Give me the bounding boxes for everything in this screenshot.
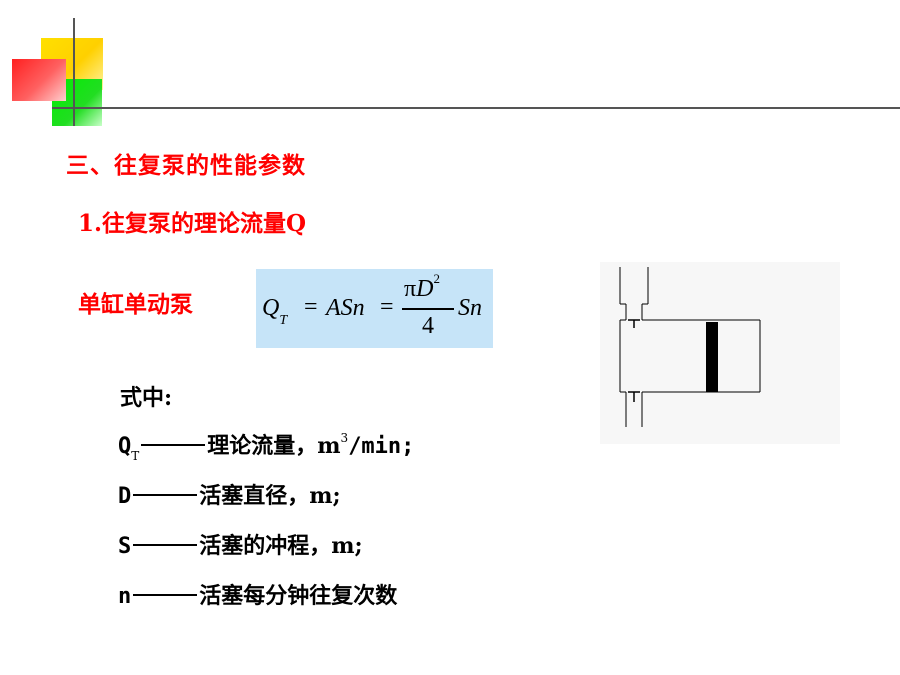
em-dash bbox=[133, 494, 198, 496]
diagram-background bbox=[600, 262, 840, 444]
where-label: 式中: bbox=[120, 385, 173, 411]
em-dash bbox=[133, 594, 198, 596]
formula-fraction-bar bbox=[402, 308, 454, 310]
definition-row: QT 理论流量，m3/min; bbox=[118, 428, 415, 464]
formula-numerator-exponent: 2 bbox=[433, 271, 440, 286]
formula-term2: Sn bbox=[458, 295, 482, 321]
decor-vertical-line bbox=[73, 18, 75, 126]
definition-row: D 活塞直径，m; bbox=[118, 478, 341, 510]
formula-numerator: πD2 bbox=[404, 271, 440, 302]
subsection-heading: 1.往复泵的理论流量Q bbox=[78, 210, 307, 237]
formula-equals-1: = bbox=[304, 294, 318, 320]
definition-symbol: Q bbox=[118, 434, 132, 459]
decor-horizontal-line bbox=[52, 107, 900, 109]
formula-term1: ASn bbox=[326, 295, 365, 321]
definition-desc: 理论流量，m bbox=[207, 433, 341, 459]
unit-rest: /min; bbox=[348, 434, 415, 459]
definition-desc: 活塞每分钟往复次数 bbox=[199, 583, 398, 609]
formula-equals-2: = bbox=[380, 294, 394, 320]
piston bbox=[706, 322, 718, 392]
definition-row: n 活塞每分钟往复次数 bbox=[118, 578, 397, 610]
definition-subscript: T bbox=[131, 449, 140, 464]
definition-desc: 活塞直径，m; bbox=[199, 483, 341, 509]
formula-lhs-subscript: T bbox=[279, 312, 288, 328]
pump-type-label: 单缸单动泵 bbox=[78, 291, 193, 318]
pump-diagram bbox=[600, 262, 840, 444]
definition-symbol: n bbox=[118, 584, 132, 609]
formula-box: QT = ASn = πD2 4 Sn bbox=[256, 269, 493, 348]
em-dash bbox=[141, 444, 206, 446]
definition-symbol: S bbox=[118, 534, 132, 559]
em-dash bbox=[133, 544, 198, 546]
unit-superscript: 3 bbox=[340, 430, 349, 445]
formula-denominator: 4 bbox=[422, 313, 434, 339]
definition-desc: 活塞的冲程，m; bbox=[199, 533, 363, 559]
formula-lhs: QT bbox=[262, 295, 288, 328]
decor-red-square bbox=[12, 59, 66, 101]
definition-row: S 活塞的冲程，m; bbox=[118, 528, 363, 560]
section-heading: 三、往复泵的性能参数 bbox=[66, 152, 306, 179]
definition-symbol: D bbox=[118, 484, 132, 509]
